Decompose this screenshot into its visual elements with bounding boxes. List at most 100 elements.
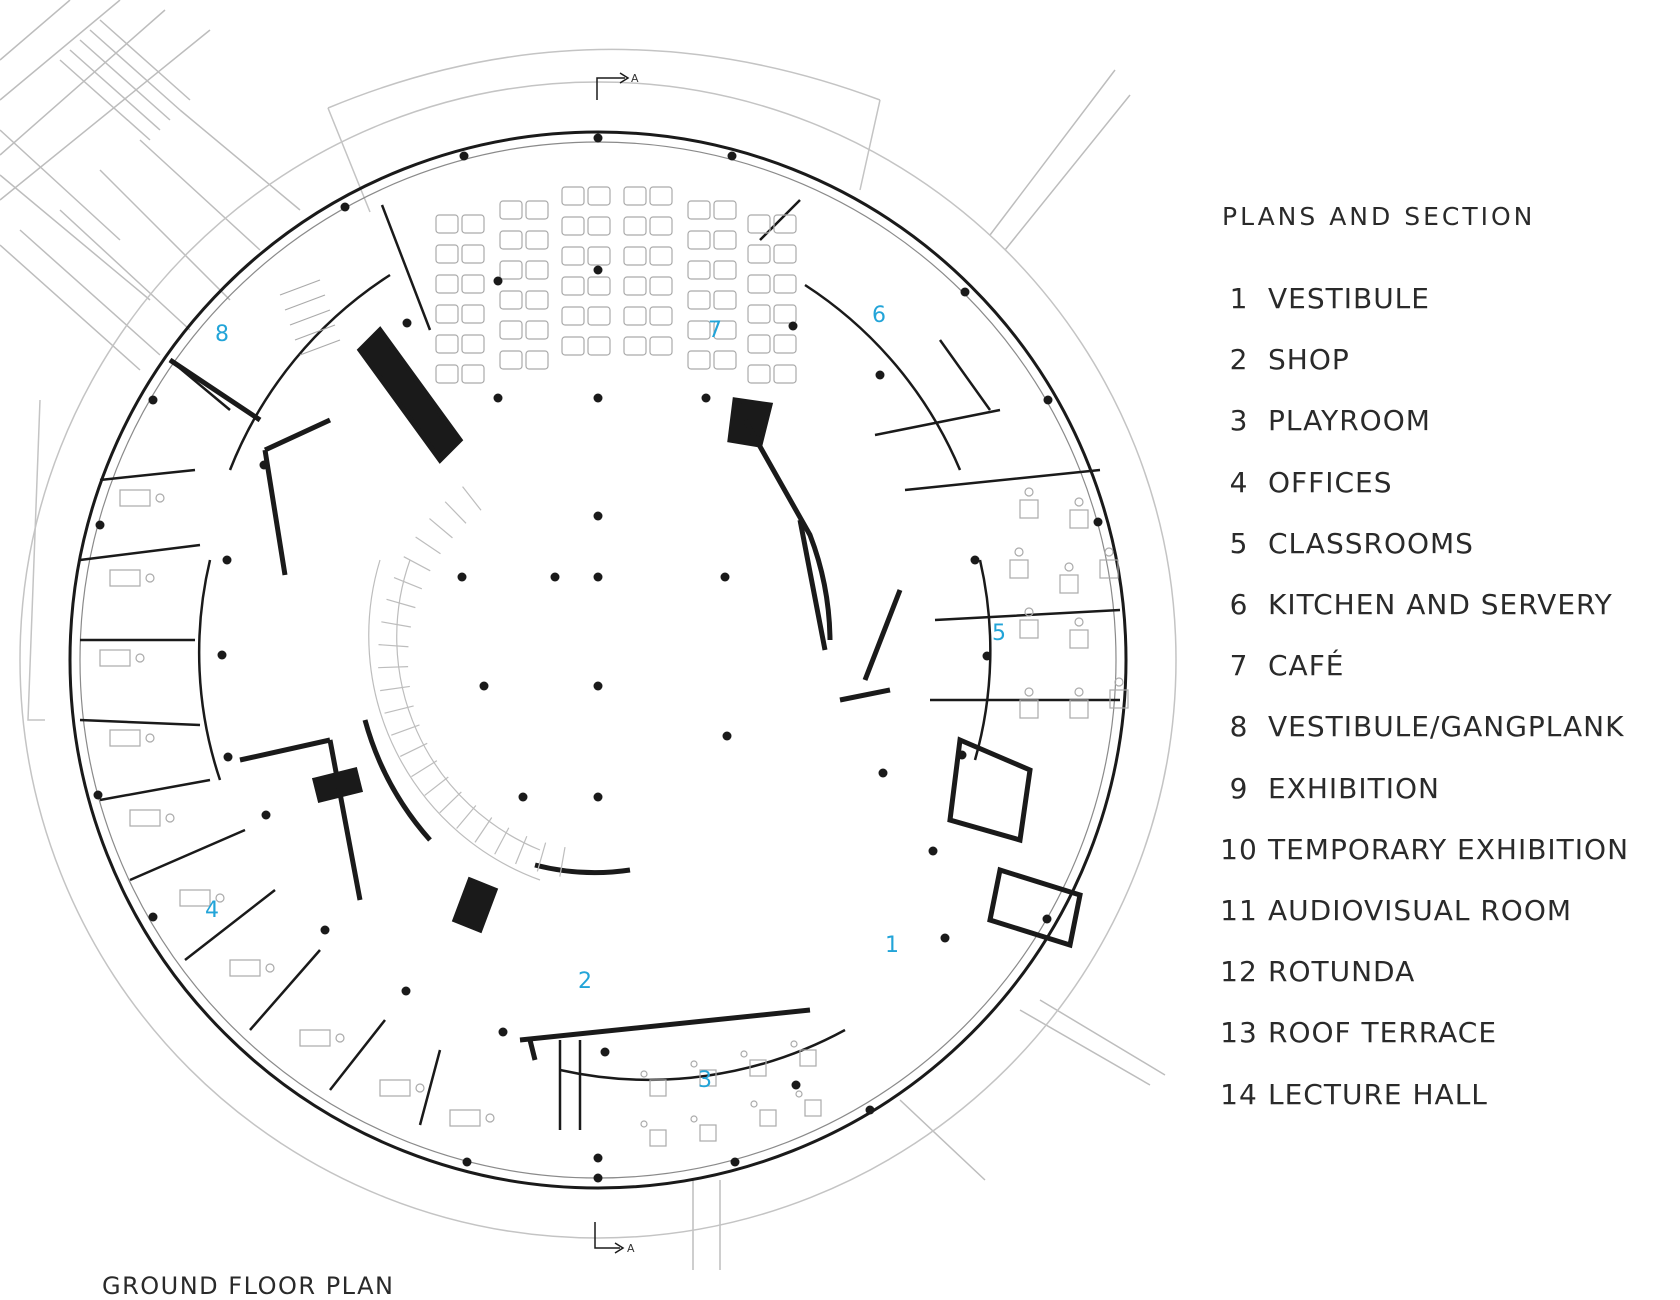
column [791,1080,801,1090]
cafe-table [525,290,549,310]
legend-number: 3 [1229,404,1249,438]
cafe-table [623,216,647,236]
column [593,792,603,802]
legend-title: PLANS AND SECTION [1222,202,1536,231]
office-desk [299,1029,331,1047]
cafe-table [649,336,673,356]
cafe-table [747,334,771,354]
playroom-table [649,1129,667,1147]
cafe-table [747,364,771,384]
office-chair [165,813,175,823]
section-marker-top-label: A [631,72,639,85]
cafe-table [435,304,459,324]
cafe-table [747,214,771,234]
cafe-table [525,320,549,340]
classroom-chair [1014,547,1024,557]
cafe-table [587,246,611,266]
rotunda-step [411,760,438,778]
cafe-table [587,216,611,236]
cafe-table [461,334,485,354]
playroom-table [649,1079,667,1097]
classroom-chair [1104,547,1114,557]
legend-label: VESTIBULE [1268,282,1430,316]
column [493,276,503,286]
legend-number: 12 [1220,955,1258,989]
column [498,1027,508,1037]
column [593,393,603,403]
column [261,810,271,820]
cafe-table [587,336,611,356]
column [217,650,227,660]
cafe-table [773,364,797,384]
inner-core-walls [168,326,1083,1061]
cafe-table [461,244,485,264]
legend-number: 2 [1229,343,1249,377]
room-label-5: 5 [992,621,1006,646]
cafe-table [499,320,523,340]
column [459,151,469,161]
cafe-table [435,274,459,294]
rotunda-step [378,644,409,648]
cafe-table [461,364,485,384]
cafe-table [649,186,673,206]
column [593,265,603,275]
office-chair [145,733,155,743]
room-label-3: 3 [698,1068,712,1093]
office-chair [135,653,145,663]
rotunda-step [403,556,431,572]
classroom-table [1019,699,1039,719]
legend-number: 10 [1220,832,1258,866]
legend-number: 6 [1229,588,1249,622]
column [878,768,888,778]
room-label-1: 1 [885,933,899,958]
cafe-table [587,186,611,206]
cafe-table [687,230,711,250]
cafe-table [587,276,611,296]
cafe-table [687,350,711,370]
column [593,1153,603,1163]
legend-number: 11 [1220,893,1258,927]
cafe-table [687,260,711,280]
playroom-chair [640,1070,648,1078]
cafe-table [649,216,673,236]
column [593,1173,603,1183]
column [788,321,798,331]
office-chair [265,963,275,973]
classroom-table [1059,574,1079,594]
rotunda-step [536,842,547,872]
cafe-table [773,274,797,294]
outer-terrace-ring [19,48,1177,1239]
cafe-table [713,200,737,220]
classroom-chair [1114,677,1124,687]
cafe-table [525,350,549,370]
playroom-table [799,1049,817,1067]
cafe-table [499,230,523,250]
classroom-table [1069,629,1089,649]
rotunda-step [439,791,462,814]
office-desk [229,959,261,977]
column [401,986,411,996]
column [1043,395,1053,405]
rotunda-step [429,518,453,539]
rotunda-step [378,666,409,669]
office-desk [449,1109,481,1127]
rotunda-step [381,621,411,628]
playroom-chair [690,1115,698,1123]
cafe-table [499,260,523,280]
cafe-table [525,260,549,280]
office-desk [379,1079,411,1097]
legend-label: CAFÉ [1268,649,1345,683]
column [1042,914,1052,924]
classroom-chair [1024,607,1034,617]
classroom-table [1019,499,1039,519]
legend-number: 8 [1229,710,1249,744]
playroom-chair [640,1120,648,1128]
cafe-table [649,306,673,326]
column [457,572,467,582]
